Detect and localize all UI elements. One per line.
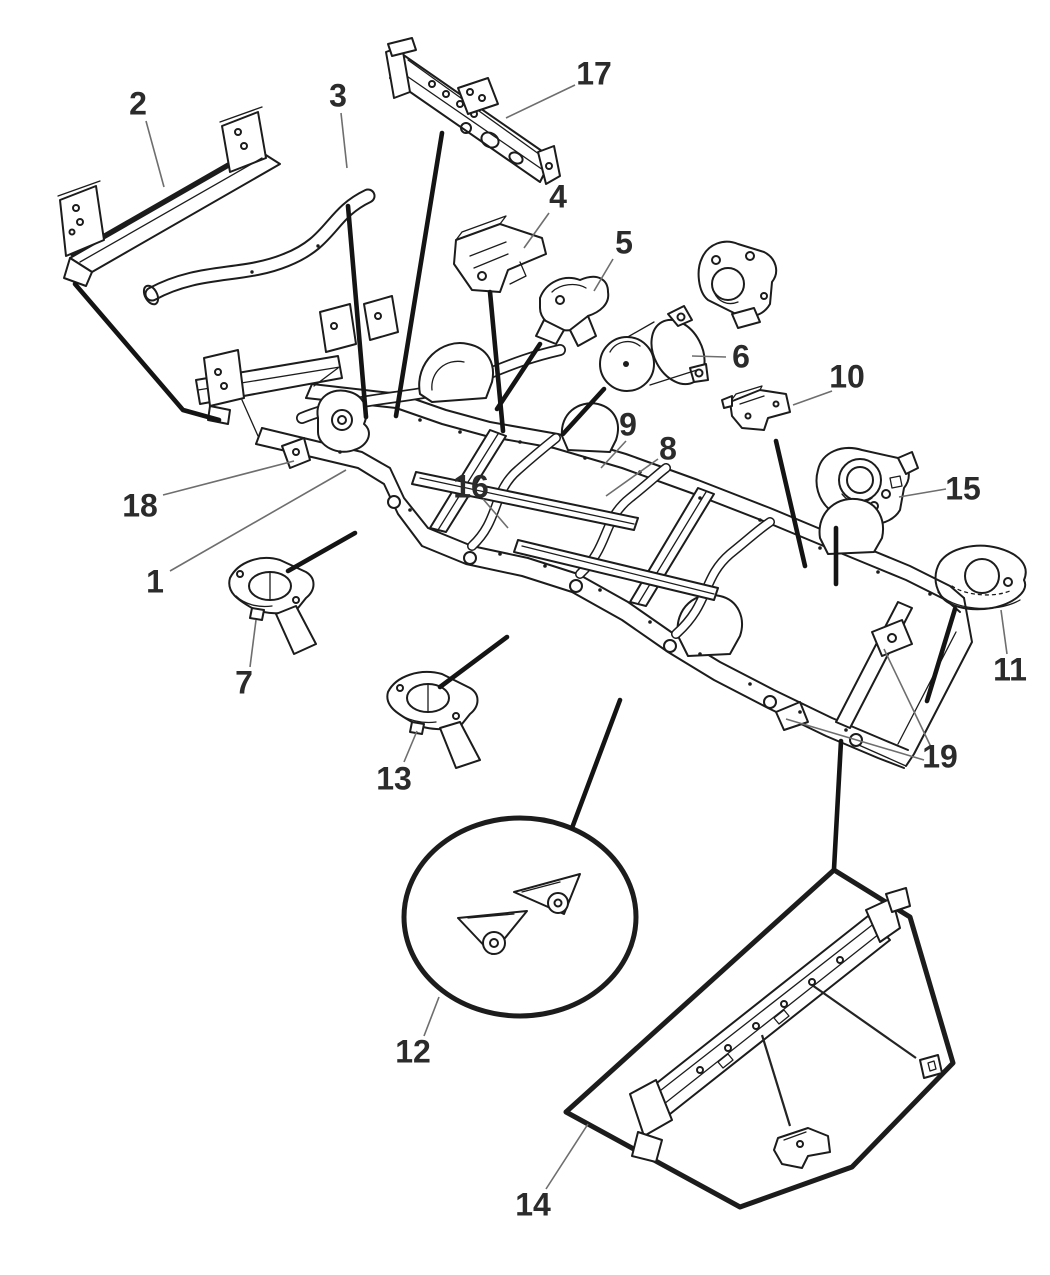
- callout-label-7: 7: [235, 665, 253, 701]
- part-2-rail-drawing: [57, 106, 281, 287]
- mount-line-7: [773, 438, 808, 569]
- callout-label-9: 9: [619, 407, 637, 443]
- leader-line-5: [593, 258, 614, 292]
- part-6-mount-drawing: [599, 240, 778, 392]
- leader-line-9: [600, 440, 627, 469]
- part-17-crossmember-drawing: [385, 37, 561, 185]
- callout-label-3: 3: [329, 78, 347, 114]
- mount-line-10: [285, 530, 358, 574]
- leader-line-1: [169, 469, 347, 572]
- callout-label-11: 11: [993, 652, 1027, 688]
- callout-label-8: 8: [659, 431, 677, 467]
- leader-line-13: [403, 730, 418, 763]
- part-13-bracket-drawing: [386, 671, 481, 769]
- callout-label-2: 2: [129, 86, 147, 122]
- callout-label-13: 13: [376, 761, 412, 797]
- leader-line-16: [482, 498, 509, 529]
- callout-label-5: 5: [615, 225, 633, 261]
- callout-label-14: 14: [515, 1187, 551, 1223]
- part-10-bracket-drawing: [721, 385, 791, 431]
- leader-line-12: [423, 996, 440, 1037]
- leader-line-15: [898, 488, 947, 498]
- part-11-pad-drawing: [934, 544, 1027, 611]
- callout-label-15: 15: [945, 471, 981, 507]
- leader-line-18: [162, 460, 295, 496]
- mount-line-12: [569, 697, 623, 831]
- mount-line-2: [345, 203, 369, 420]
- detail-leader-lines: [760, 984, 917, 1127]
- mount-line-11: [437, 634, 510, 690]
- part-4-bracket-drawing: [453, 215, 547, 293]
- mount-line-13: [831, 738, 844, 872]
- leader-line-11: [1000, 609, 1008, 655]
- leader-line-6: [691, 355, 727, 358]
- leader-line-10: [792, 390, 833, 406]
- callout-label-12: 12: [395, 1034, 431, 1070]
- mount-line-6: [560, 386, 607, 437]
- leader-line-19: [883, 648, 932, 748]
- leader-line-8: [605, 458, 659, 497]
- part-5-mount-drawing: [535, 275, 610, 347]
- diagram-line-art: [57, 37, 1027, 1210]
- callout-label-4: 4: [549, 179, 567, 215]
- detail-leader-2: [760, 1034, 792, 1127]
- callout-label-1: 1: [146, 564, 164, 600]
- leader-line-17: [505, 84, 576, 119]
- mount-line-5: [494, 341, 543, 412]
- part-12-detail-circle: [401, 815, 639, 1019]
- leader-line-19-2: [785, 718, 925, 761]
- callout-leader-lines: [145, 84, 1008, 1190]
- leader-line-2: [145, 120, 165, 188]
- callout-label-6: 6: [732, 339, 750, 375]
- mount-line-3: [393, 130, 445, 419]
- callout-label-16: 16: [453, 469, 489, 505]
- leader-line-3: [340, 112, 348, 169]
- leader-line-14: [545, 1123, 589, 1190]
- callout-label-10: 10: [829, 359, 865, 395]
- detail-leader-1: [811, 984, 917, 1059]
- mount-leader-lines: [72, 130, 958, 872]
- mount-line-1: [72, 281, 222, 423]
- mount-line-9: [924, 606, 958, 704]
- part-7-bracket-drawing: [228, 557, 317, 655]
- callout-label-18: 18: [122, 488, 158, 524]
- leader-line-4: [523, 212, 550, 249]
- part-14-detail-polygon: [563, 867, 956, 1210]
- leader-line-7: [249, 619, 257, 668]
- mount-line-4: [487, 289, 506, 434]
- callout-label-19: 19: [922, 739, 958, 775]
- part-3-tube-drawing: [142, 188, 376, 306]
- callout-label-17: 17: [576, 56, 612, 92]
